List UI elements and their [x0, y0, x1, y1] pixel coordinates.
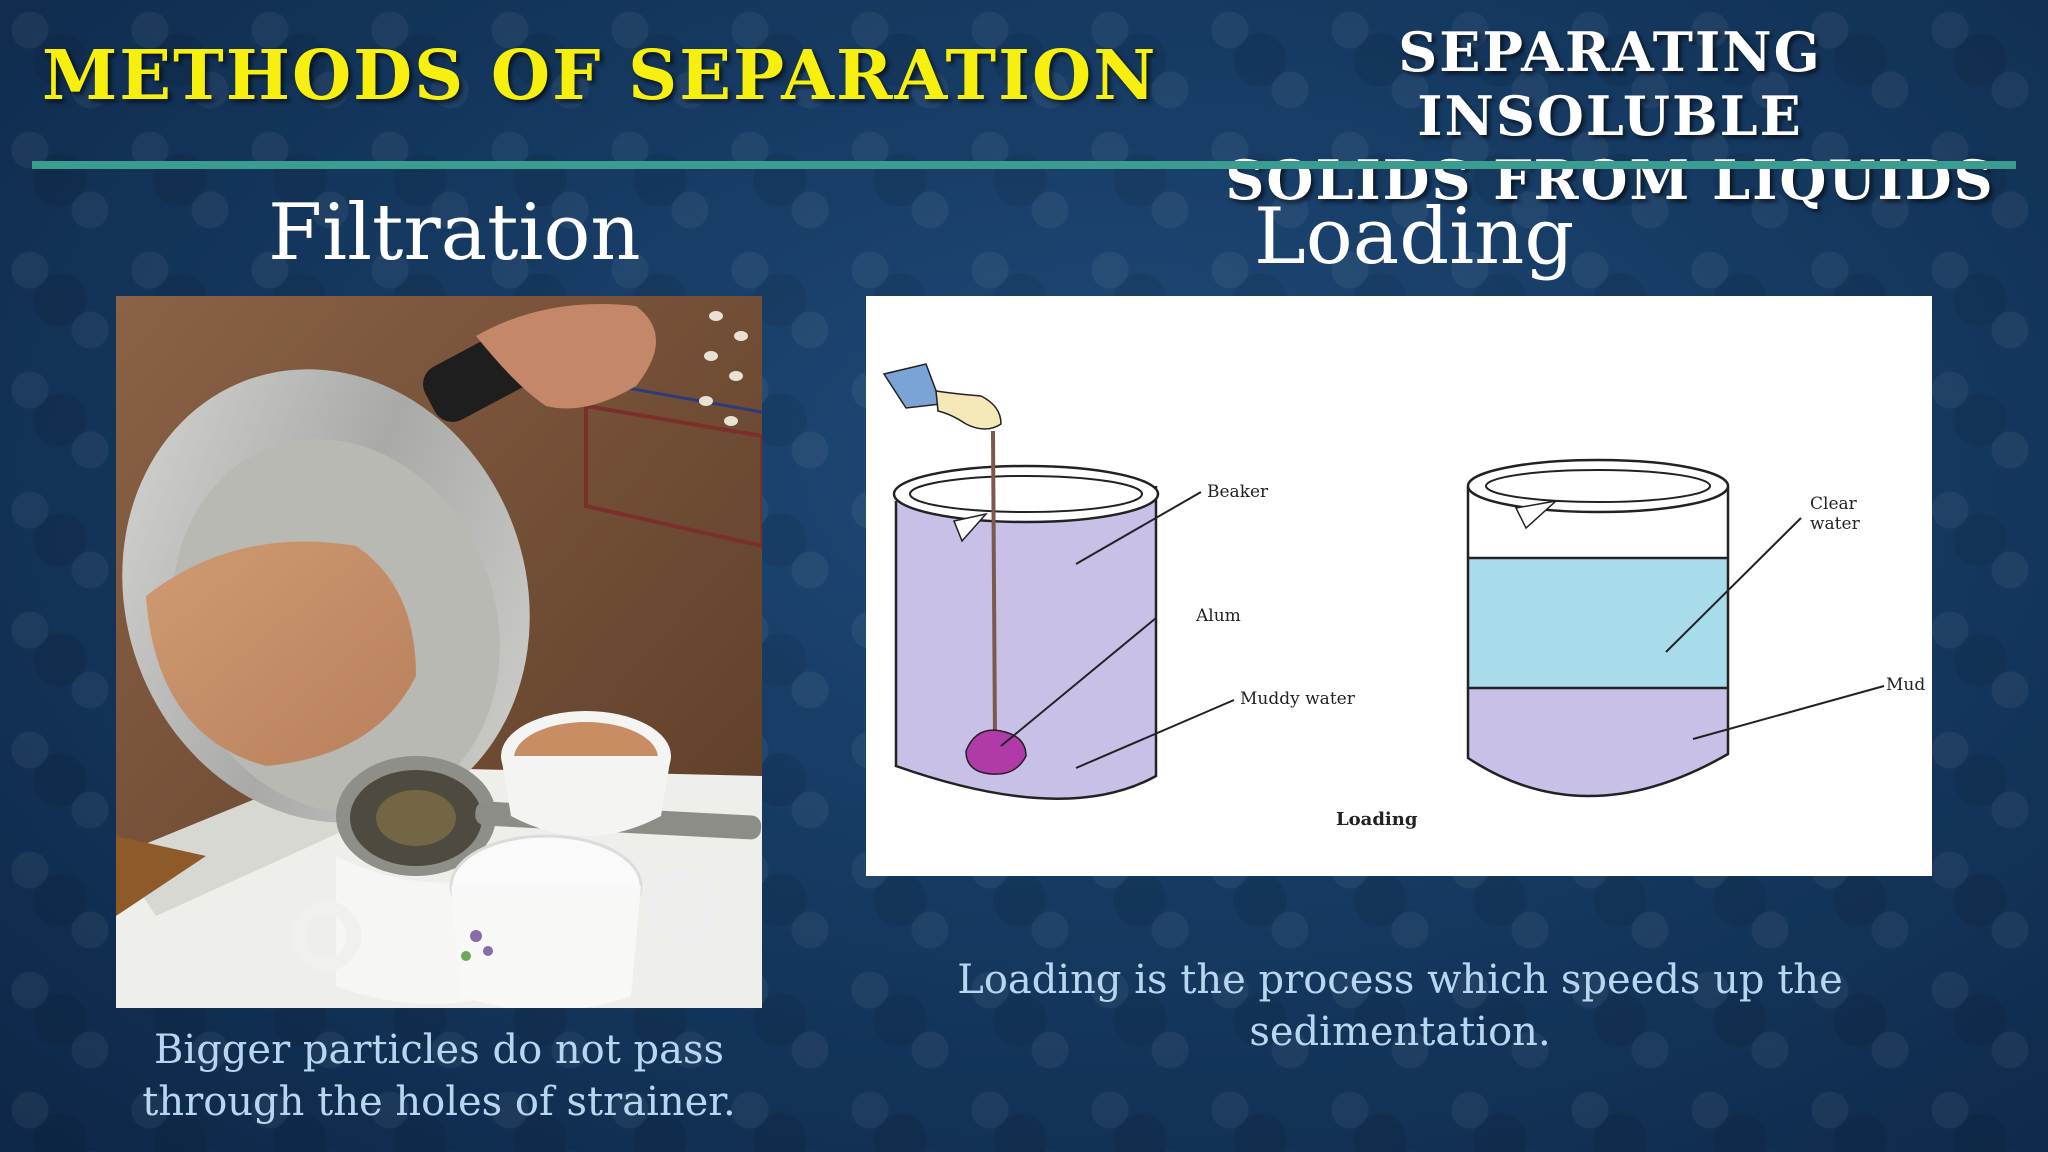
subtitle-line-2: SOLIDS FROM LIQUIDS	[1225, 148, 1995, 212]
slide-title: METHODS OF SEPARATION	[42, 36, 1158, 116]
filtration-photo	[116, 296, 762, 1008]
beaker-left	[892, 464, 1160, 800]
loading-caption-line-1: Loading is the process which speeds up t…	[957, 957, 1843, 1003]
label-mud: Mud	[1886, 675, 1925, 695]
header-divider	[32, 161, 2016, 169]
loading-caption: Loading is the process which speeds up t…	[900, 954, 1900, 1058]
label-muddy-water: Muddy water	[1240, 689, 1356, 709]
label-water: water	[1810, 514, 1861, 534]
stirring-rod	[882, 363, 1002, 742]
filtration-heading: Filtration	[268, 188, 641, 278]
filtration-caption-line-2: through the holes of strainer.	[142, 1079, 736, 1125]
diagram-caption: Loading	[1336, 809, 1418, 830]
slide-subtitle: SEPARATING INSOLUBLE SOLIDS FROM LIQUIDS	[1200, 20, 2020, 212]
filtration-caption-line-1: Bigger particles do not pass	[154, 1027, 724, 1073]
alum-lump	[965, 729, 1027, 775]
subtitle-line-1: SEPARATING INSOLUBLE	[1398, 20, 1822, 148]
label-alum: Alum	[1195, 606, 1241, 626]
beaker-right	[1466, 458, 1730, 798]
label-clear: Clear	[1810, 494, 1858, 514]
loading-heading: Loading	[1254, 192, 1575, 282]
loading-caption-line-2: sedimentation.	[1249, 1009, 1551, 1055]
loading-diagram-art: Beaker Alum Muddy water Clear water Mud …	[882, 363, 1925, 830]
label-beaker: Beaker	[1207, 482, 1269, 502]
loading-diagram: Beaker Alum Muddy water Clear water Mud …	[866, 296, 1932, 876]
filtration-caption: Bigger particles do not pass through the…	[116, 1024, 762, 1128]
filtration-photo-art	[116, 296, 762, 1008]
